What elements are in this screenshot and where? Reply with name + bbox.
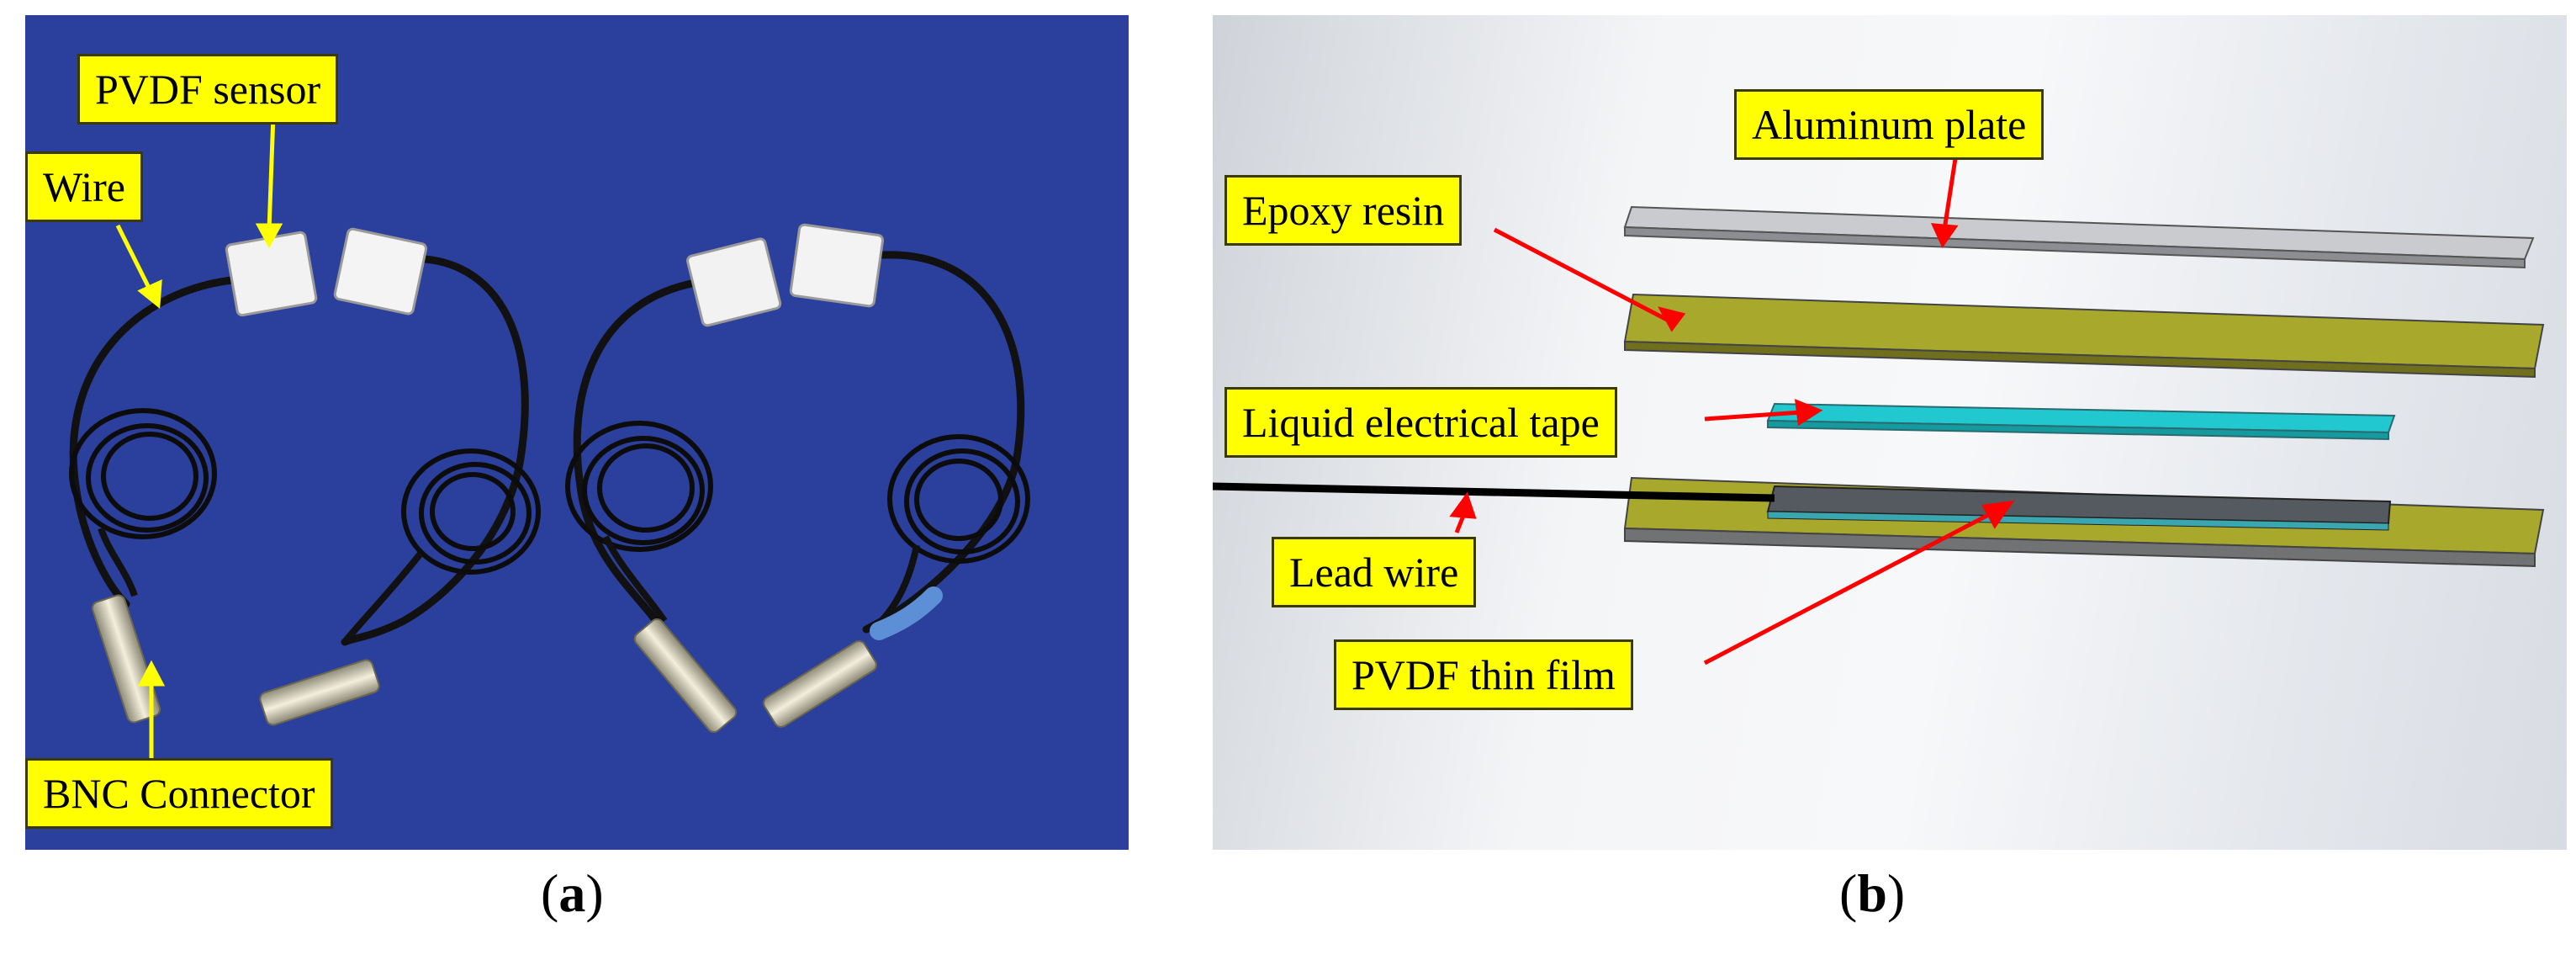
caption-b-letter: b (1857, 863, 1887, 923)
label-pvdf-thin-film: PVDF thin film (1334, 639, 1633, 710)
label-lead-wire: Lead wire (1272, 537, 1477, 607)
liquid-electrical-tape-layer (1766, 402, 2396, 441)
pvdf-sensor-head-3 (686, 237, 782, 327)
caption-a-open: ( (541, 863, 559, 923)
coil-3 (565, 421, 713, 552)
aluminum-plate-layer (1623, 205, 2535, 269)
blue-sleeve (870, 586, 943, 640)
epoxy-resin-layer (1623, 293, 2545, 379)
caption-a-close: ) (585, 863, 604, 923)
caption-b-close: ) (1886, 863, 1906, 923)
coil-2 (401, 448, 541, 575)
pvdf-sensor-head-2 (333, 227, 428, 316)
coil-4 (887, 434, 1030, 564)
panel-b-diagram: Aluminum plate Epoxy resin Liquid electr… (1213, 15, 2567, 850)
sensors-photo-illustration (69, 114, 1030, 760)
label-wire: Wire (25, 151, 143, 222)
label-aluminum-plate: Aluminum plate (1734, 89, 2044, 160)
caption-b: (b) (1839, 867, 1905, 920)
caption-a: (a) (541, 867, 604, 920)
label-bnc-connector: BNC Connector (25, 758, 333, 829)
lead-wire (1213, 482, 1775, 502)
caption-a-letter: a (558, 863, 586, 923)
pvdf-thin-film-layer (1766, 485, 2392, 531)
caption-b-open: ( (1839, 863, 1858, 923)
wire-3 (573, 276, 719, 625)
coil-1 (69, 408, 217, 539)
label-epoxy-resin: Epoxy resin (1225, 175, 1463, 246)
label-pvdf-sensor: PVDF sensor (77, 54, 339, 125)
wire-2 (341, 254, 529, 646)
bnc-connector-3 (633, 618, 738, 734)
layer-stack-diagram (1213, 119, 2545, 666)
wire-4 (862, 251, 1025, 634)
bnc-connector-1 (91, 594, 161, 724)
panel-a-photo: PVDF sensor Wire BNC Connector (25, 15, 1129, 850)
pvdf-sensor-head-4 (789, 223, 885, 308)
wire-1 (69, 276, 235, 608)
bnc-connector-2 (259, 659, 380, 726)
bnc-connector-4 (763, 639, 877, 729)
label-liquid-electrical-tape: Liquid electrical tape (1225, 387, 1617, 458)
